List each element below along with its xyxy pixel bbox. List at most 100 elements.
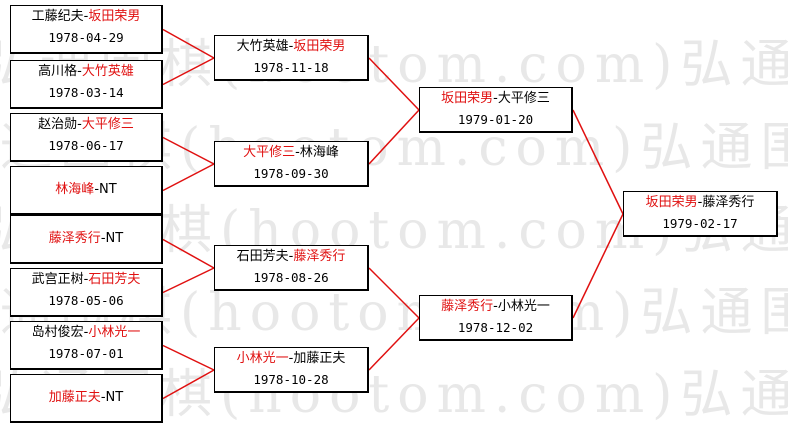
match-players: 小林光一-加藤正夫 <box>215 348 367 369</box>
player-2-name: 林海峰 <box>299 145 339 160</box>
separator: - <box>493 91 498 106</box>
bracket-connector-line <box>162 136 215 165</box>
player-1-name: 大竹英雄 <box>236 39 289 54</box>
player-2-name: NT <box>105 231 124 246</box>
match-players: 岛村俊宏-小林光一 <box>11 322 161 343</box>
match-date: 1978-05-06 <box>48 293 124 308</box>
bracket-connector-line <box>368 267 420 319</box>
player-2-name: 藤泽秀行 <box>702 195 755 210</box>
player-1-name: 赵治勋 <box>38 117 78 132</box>
match-box-round2-3: 石田芳夫-藤泽秀行 1978-08-26 <box>214 245 369 291</box>
match-players: 大平修三-林海峰 <box>215 142 367 163</box>
separator: - <box>83 325 89 340</box>
bracket-connector-line <box>368 57 420 111</box>
separator: - <box>77 117 82 132</box>
separator: - <box>295 145 300 160</box>
match-players: 坂田荣男-藤泽秀行 <box>624 192 776 213</box>
bracket-connector-line <box>368 317 420 371</box>
match-box-round2-4: 小林光一-加藤正夫 1978-10-28 <box>214 347 369 393</box>
bracket-connector-line <box>572 109 624 215</box>
player-2-name: 坂田荣男 <box>88 9 141 24</box>
separator: - <box>288 351 294 366</box>
match-players: 高川格-大竹英雄 <box>11 61 161 82</box>
player-1-name: 加藤正夫 <box>48 390 101 405</box>
match-box-round3-2: 藤泽秀行-小林光一 1978-12-02 <box>419 295 573 341</box>
bracket-connector-line <box>162 344 215 371</box>
separator: - <box>83 9 89 24</box>
match-players: 武宫正树-石田芳夫 <box>11 269 161 290</box>
player-1-name: 高川格 <box>38 64 78 79</box>
player-1-name: 坂田荣男 <box>645 195 698 210</box>
match-date: 1978-07-01 <box>48 346 124 361</box>
match-box-round2-1: 大竹英雄-坂田荣男 1978-11-18 <box>214 35 369 81</box>
match-players: 藤泽秀行-NT <box>11 216 161 261</box>
match-box-round1-8: 加藤正夫-NT <box>10 374 163 423</box>
bracket-connector-line <box>162 267 215 294</box>
bracket-connector-line <box>162 28 215 59</box>
player-2-name: 大平修三 <box>81 117 134 132</box>
separator: - <box>288 39 294 54</box>
separator: - <box>83 272 89 287</box>
match-players: 大竹英雄-坂田荣男 <box>215 36 367 57</box>
separator: - <box>77 64 82 79</box>
match-date: 1978-12-02 <box>457 320 534 335</box>
player-2-name: 加藤正夫 <box>293 351 346 366</box>
player-1-name: 藤泽秀行 <box>441 299 494 314</box>
match-players: 石田芳夫-藤泽秀行 <box>215 246 367 267</box>
match-players: 加藤正夫-NT <box>11 375 161 420</box>
match-box-final-1: 坂田荣男-藤泽秀行 1979-02-17 <box>623 191 778 237</box>
match-players: 藤泽秀行-小林光一 <box>420 296 571 317</box>
player-2-name: NT <box>105 390 124 405</box>
player-1-name: 小林光一 <box>236 351 289 366</box>
match-box-round1-1: 工藤纪夫-坂田荣男 1978-04-29 <box>10 5 163 54</box>
match-box-round1-4: 林海峰-NT <box>10 166 163 215</box>
bracket-connector-line <box>162 369 215 400</box>
match-date: 1978-11-18 <box>253 60 329 75</box>
player-2-name: 小林光一 <box>88 325 141 340</box>
match-box-round1-7: 岛村俊宏-小林光一 1978-07-01 <box>10 321 163 370</box>
separator: - <box>100 231 106 246</box>
match-box-round3-1: 坂田荣男-大平修三 1979-01-20 <box>419 87 573 133</box>
match-players: 林海峰-NT <box>11 167 161 212</box>
match-box-round1-5: 藤泽秀行-NT <box>10 215 163 264</box>
match-box-round1-3: 赵治勋-大平修三 1978-06-17 <box>10 113 163 162</box>
player-2-name: 石田芳夫 <box>88 272 141 287</box>
bracket-connector-line <box>162 163 215 192</box>
player-1-name: 工藤纪夫 <box>31 9 84 24</box>
separator: - <box>94 182 100 197</box>
player-2-name: 大竹英雄 <box>81 64 134 79</box>
match-players: 赵治勋-大平修三 <box>11 114 161 135</box>
match-date: 1979-02-17 <box>662 216 738 231</box>
match-date: 1978-03-14 <box>48 85 124 100</box>
match-date: 1978-08-26 <box>253 270 329 285</box>
player-1-name: 坂田荣男 <box>441 91 494 106</box>
player-2-name: 藤泽秀行 <box>293 249 346 264</box>
separator: - <box>288 249 294 264</box>
separator: - <box>100 390 106 405</box>
match-date: 1978-04-29 <box>48 30 124 45</box>
match-date: 1978-10-28 <box>253 372 329 387</box>
player-1-name: 石田芳夫 <box>236 249 289 264</box>
player-1-name: 藤泽秀行 <box>48 231 101 246</box>
bracket-connector-line <box>368 109 420 165</box>
player-2-name: NT <box>99 182 117 197</box>
bracket-connector-line <box>572 213 624 319</box>
match-box-round1-2: 高川格-大竹英雄 1978-03-14 <box>10 60 163 109</box>
match-players: 工藤纪夫-坂田荣男 <box>11 6 161 27</box>
separator: - <box>493 299 498 314</box>
player-2-name: 坂田荣男 <box>293 39 346 54</box>
player-1-name: 武宫正树 <box>31 272 84 287</box>
match-date: 1979-01-20 <box>457 112 534 127</box>
match-box-round1-6: 武宫正树-石田芳夫 1978-05-06 <box>10 268 163 317</box>
bracket-connector-line <box>162 238 215 269</box>
bracket-connector-line <box>162 57 215 86</box>
player-2-name: 小林光一 <box>497 299 550 314</box>
match-date: 1978-06-17 <box>48 138 124 153</box>
player-1-name: 大平修三 <box>243 145 296 160</box>
player-2-name: 大平修三 <box>497 91 550 106</box>
player-1-name: 林海峰 <box>55 182 95 197</box>
separator: - <box>697 195 703 210</box>
match-players: 坂田荣男-大平修三 <box>420 88 571 109</box>
